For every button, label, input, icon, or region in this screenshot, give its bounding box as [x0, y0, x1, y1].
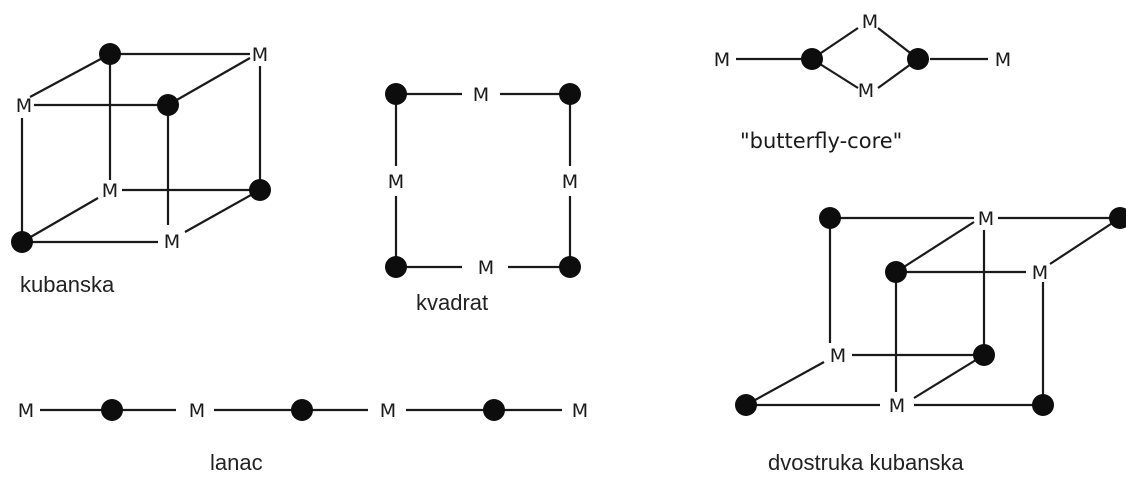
double-cubane-metal-label: M: [830, 345, 846, 367]
square-atom-top-right: [559, 83, 581, 105]
square-metal-label: M: [478, 257, 494, 279]
cubane-atom-back-top-left: [99, 43, 121, 65]
square-caption: kvadrat: [416, 290, 488, 315]
square-atom-bottom-right: [559, 256, 581, 278]
chain-metal-label: M: [380, 400, 396, 422]
chain-caption: lanac: [210, 450, 263, 475]
cubane-metal-label: M: [102, 180, 118, 202]
chain-metal-label: M: [572, 400, 588, 422]
butterfly-metal-label: M: [995, 49, 1011, 71]
square-atom-bottom-left: [385, 256, 407, 278]
double-cubane-atom: [885, 261, 907, 283]
square-atom-top-left: [385, 83, 407, 105]
butterfly-atom-left: [801, 48, 823, 70]
cubane-atom-back-bottom-right: [249, 179, 271, 201]
chain-atom: [291, 399, 313, 421]
double-cubane-structure: M M M M dvostruka kubanska: [735, 207, 1126, 475]
cubane-metal-label: M: [252, 44, 268, 66]
double-cubane-atom: [819, 207, 841, 229]
chain-structure: M M M M lanac: [18, 399, 588, 475]
square-metal-label: M: [473, 84, 489, 106]
square-metal-label: M: [562, 171, 578, 193]
chain-metal-label: M: [18, 400, 34, 422]
chain-atom: [101, 399, 123, 421]
butterfly-metal-label: M: [862, 11, 878, 33]
cubane-atom-front-bottom-left: [11, 231, 33, 253]
cubane-structure: M M M M kubanska: [11, 43, 271, 297]
cubane-atom-front-top-right: [157, 94, 179, 116]
cubane-caption: kubanska: [20, 272, 115, 297]
chain-atom: [483, 399, 505, 421]
butterfly-structure: M M M M "butterfly-core": [714, 11, 1011, 153]
butterfly-caption: "butterfly-core": [740, 129, 902, 153]
butterfly-atom-right: [907, 48, 929, 70]
square-structure: M M M M kvadrat: [385, 83, 581, 315]
chain-metal-label: M: [189, 400, 205, 422]
double-cubane-atom: [1109, 207, 1126, 229]
double-cubane-metal-label: M: [1032, 262, 1048, 284]
double-cubane-caption: dvostruka kubanska: [768, 450, 964, 475]
cubane-metal-label: M: [16, 95, 32, 117]
butterfly-metal-label: M: [714, 49, 730, 71]
cubane-metal-label: M: [164, 231, 180, 253]
butterfly-metal-label: M: [858, 80, 874, 102]
double-cubane-metal-label: M: [978, 208, 994, 230]
double-cubane-atom: [973, 344, 995, 366]
double-cubane-atom: [1032, 394, 1054, 416]
square-metal-label: M: [388, 171, 404, 193]
double-cubane-atom: [735, 394, 757, 416]
double-cubane-metal-label: M: [889, 395, 905, 417]
